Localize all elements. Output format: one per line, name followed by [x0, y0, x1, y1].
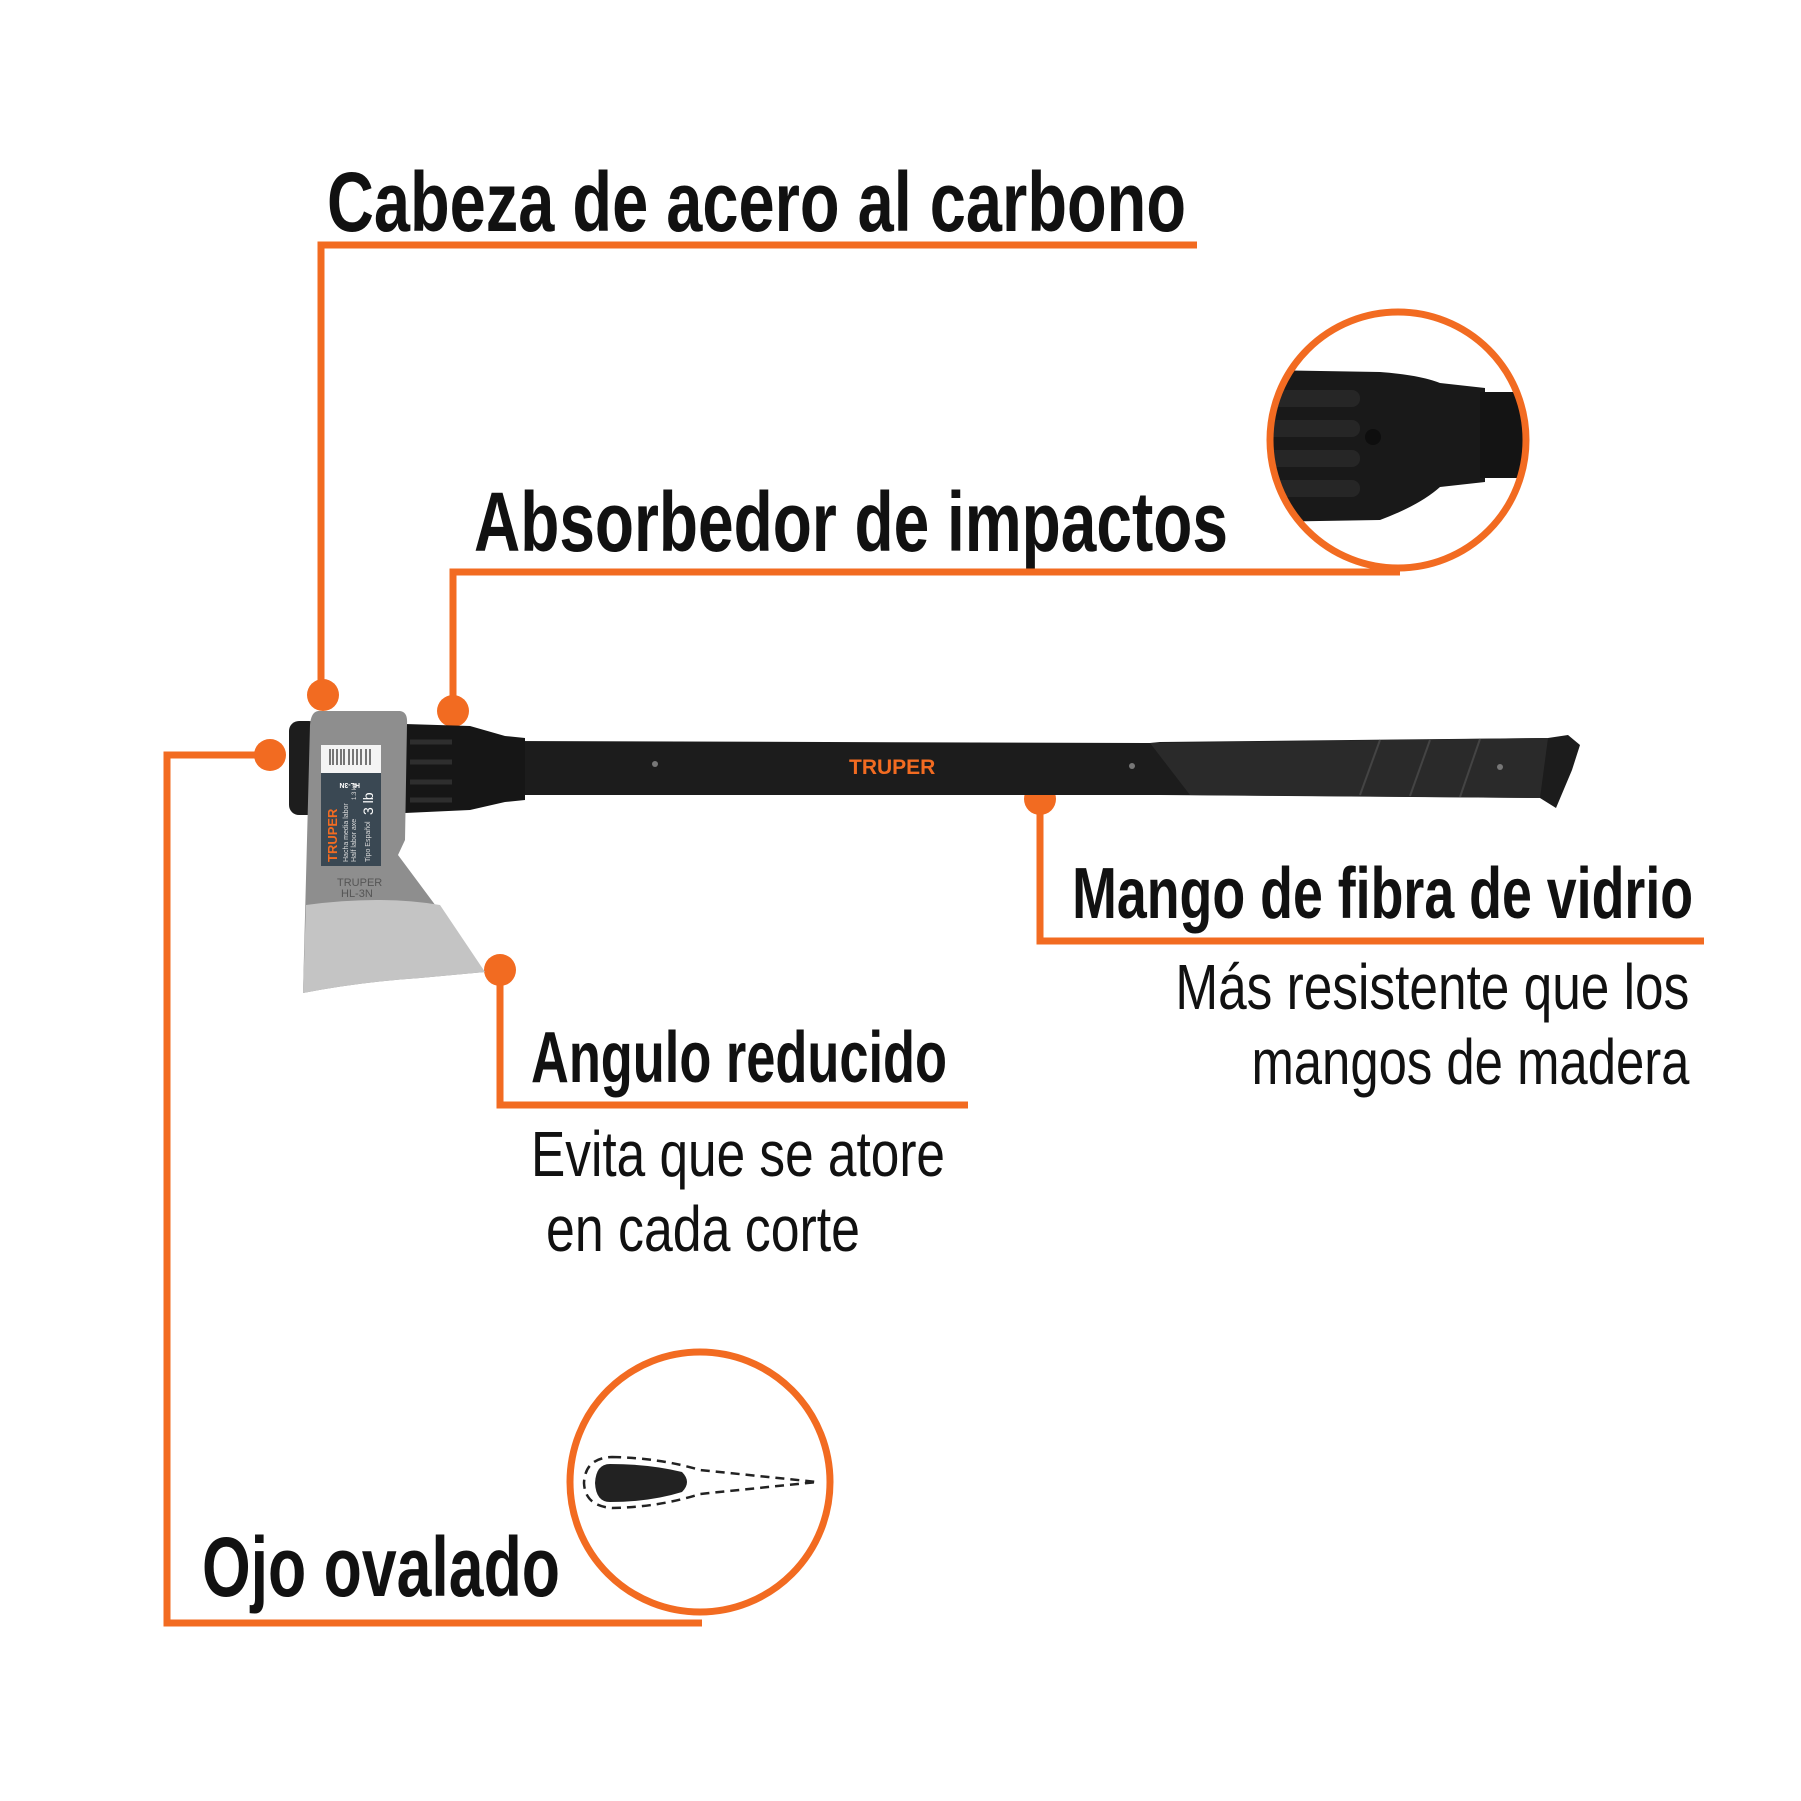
eye-shape — [595, 1464, 687, 1502]
callout-handle-title: Mango de fibra de vidrio — [1072, 854, 1693, 934]
oval-eye-inset — [566, 1348, 834, 1616]
callout-absorber-title: Absorbedor de impactos — [474, 475, 1228, 569]
engraved-brand: TRUPER — [337, 877, 382, 889]
dot-eye — [254, 739, 286, 771]
callout-angle-line1: Evita que se atore — [531, 1118, 945, 1190]
label-model: HL-3N — [339, 781, 360, 788]
grip-texture — [1150, 738, 1548, 798]
label-weight-lb: 3 lb — [360, 792, 376, 815]
label-name-en: Half labor axe — [351, 819, 358, 862]
leader-lines — [163, 241, 1704, 1627]
callout-handle-line1: Más resistente que los — [1175, 951, 1689, 1023]
label-type: Tipo Español — [365, 821, 372, 862]
callout-head-title: Cabeza de acero al carbono — [327, 155, 1186, 249]
leader-head — [317, 241, 1197, 695]
axe-image: TRUPER Hacha media labor Half labor axe … — [289, 711, 1580, 993]
engraved-model: HL-3N — [341, 888, 373, 900]
leader-absorber — [449, 568, 1400, 711]
leader-eye — [163, 751, 702, 1627]
shock-absorber-collar — [405, 724, 525, 813]
absorber-detail-inset — [1266, 308, 1530, 572]
leader-handle — [1036, 799, 1704, 945]
collar-ribs — [410, 739, 452, 803]
callout-angle-line2: en cada corte — [546, 1193, 860, 1265]
label-weight-kg: 1.3 kg — [352, 784, 358, 800]
callout-handle-line2: mangos de madera — [1251, 1026, 1689, 1098]
barcode-area — [321, 745, 381, 773]
callout-eye-title: Ojo ovalado — [202, 1520, 560, 1614]
barcode — [329, 749, 371, 765]
dot-angle — [484, 954, 516, 986]
label-brand: TRUPER — [325, 808, 340, 862]
handle-brand-logo: TRUPER — [849, 756, 935, 779]
eye-dashed-outline — [582, 1455, 818, 1510]
axe-blade-edge — [303, 900, 485, 993]
grip-lines — [1359, 738, 1481, 798]
callout-angle-title: Angulo reducido — [531, 1018, 947, 1098]
dot-head — [307, 679, 339, 711]
label-name-es: Hacha media labor — [343, 803, 350, 862]
dot-absorber — [437, 695, 469, 727]
leader-angle — [496, 970, 968, 1109]
